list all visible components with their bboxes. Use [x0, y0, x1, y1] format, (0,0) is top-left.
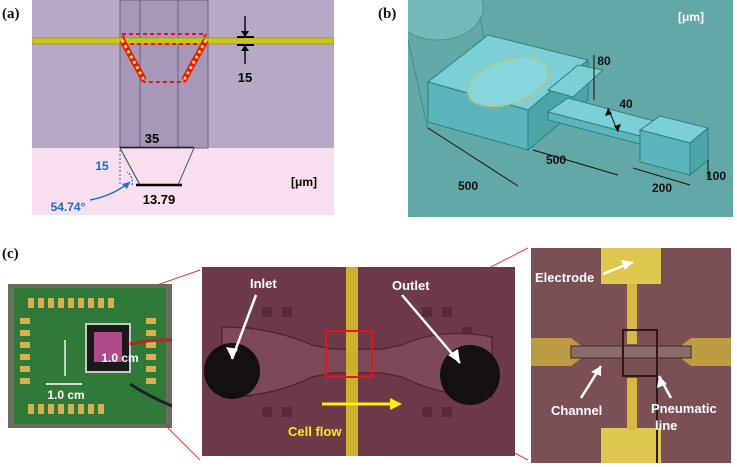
inlet-label: Inlet: [250, 276, 277, 291]
inlet-well: [204, 343, 260, 399]
top-electrode: [601, 248, 661, 284]
micro-channel: [570, 345, 692, 359]
dim-height-label: 15: [95, 159, 109, 173]
outlet-well: [440, 345, 500, 405]
panel-b-3d-channel: [μm] 80 40 500 500 200 100: [408, 0, 733, 217]
bottom-electrode: [601, 428, 661, 463]
zoom-box: [325, 330, 373, 378]
chip-micrograph: Inlet Outlet Cell flow: [202, 267, 515, 456]
dim-100-label: 100: [706, 169, 726, 183]
red-dashed-trapezoid: [120, 33, 208, 83]
panel-label-b: (b): [378, 6, 397, 22]
cell-flow-label: Cell flow: [288, 424, 342, 439]
scale-horizontal-label: 1.0 cm: [47, 388, 84, 402]
unit-label-b: [μm]: [678, 10, 704, 24]
dim-width-label: 35: [145, 131, 159, 146]
dim-500-front-label: 500: [458, 179, 478, 193]
device-photo: 1.0 cm 1.0 cm: [8, 284, 172, 428]
outlet-label: Outlet: [392, 278, 430, 293]
cell-flow-arrow: [390, 398, 402, 410]
angle-label: 54.74°: [51, 200, 86, 214]
dim-bottom-label: 13.79: [143, 192, 176, 207]
dim-200-label: 200: [652, 181, 672, 195]
dim-80-label: 80: [597, 54, 611, 68]
electrode-label: Electrode: [535, 270, 594, 285]
panel-label-a: (a): [2, 6, 20, 22]
zoomed-micrograph: Electrode Channel Pneumatic line: [531, 248, 731, 463]
scale-vertical-label: 1.0 cm: [101, 351, 138, 365]
unit-label-a: [μm]: [291, 175, 317, 189]
dim-layer-label: 15: [238, 70, 252, 85]
dim-40-label: 40: [619, 97, 633, 111]
channel-label: Channel: [551, 403, 602, 418]
pneumatic-label-line2: line: [655, 418, 677, 433]
electrode-strip: [346, 267, 358, 456]
dim-500-side-label: 500: [546, 153, 566, 167]
pneumatic-label-line1: Pneumatic: [651, 401, 717, 416]
vertical-column: [119, 0, 209, 149]
panel-a-cross-section: 15 35 15 54.74° 13.79 [μm]: [32, 0, 334, 215]
panel-label-c: (c): [2, 246, 19, 262]
